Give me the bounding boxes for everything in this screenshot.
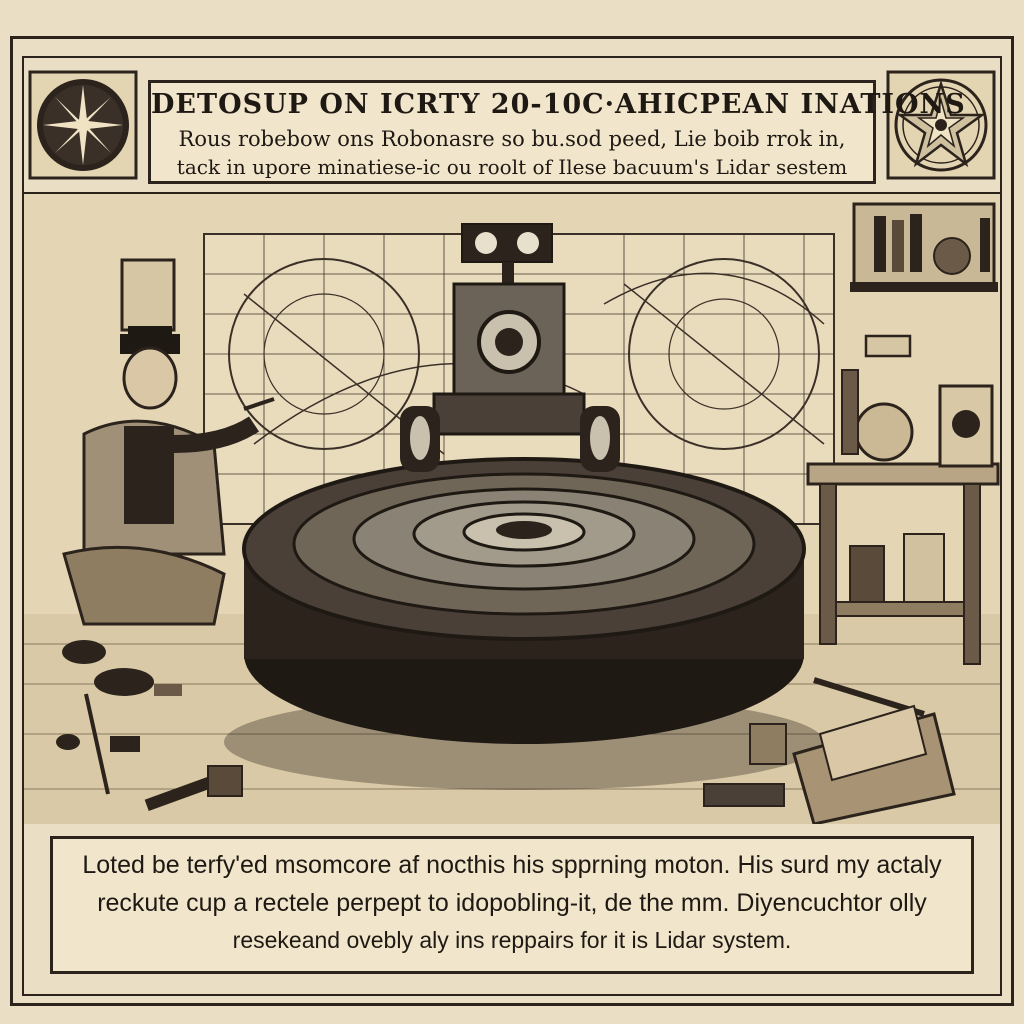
star-compass-icon xyxy=(886,70,996,180)
side-table xyxy=(806,369,1000,665)
banner-subtitle-line-2: tack in upore minatiese-ic ou roolt of I… xyxy=(176,155,848,179)
robot-vacuum-illustration xyxy=(224,457,824,790)
outer-frame xyxy=(10,36,1014,1006)
compass-rose-icon xyxy=(28,70,138,180)
wall-picture xyxy=(120,258,176,332)
banner-subtitle-line-1: Rous robebow ons Robonasre so bu.sod pee… xyxy=(178,127,846,151)
header-banner: DETOSUP ON ICRTY 20-10C·AHICPEAN INATION… xyxy=(148,80,966,184)
caption-line-1: Loted be terfy'ed msomcore af nocthis hi… xyxy=(82,851,942,879)
shelf-with-bottles xyxy=(850,202,998,292)
workshop-scene xyxy=(24,192,1000,824)
inner-frame xyxy=(22,56,1002,996)
inventor-figure xyxy=(62,326,275,696)
caption-line-3: resekeand ovebly aly ins reppairs for it… xyxy=(232,927,792,953)
scattered-tools xyxy=(56,677,956,824)
caption-line-2: reckute cup a rectele perpept to idopobl… xyxy=(97,889,927,917)
robot-figure xyxy=(400,223,620,472)
caption-panel: Loted be terfy'ed msomcore af nocthis hi… xyxy=(50,836,974,974)
banner-title: DETOSUP ON ICRTY 20-10C·AHICPEAN INATION… xyxy=(151,89,966,120)
